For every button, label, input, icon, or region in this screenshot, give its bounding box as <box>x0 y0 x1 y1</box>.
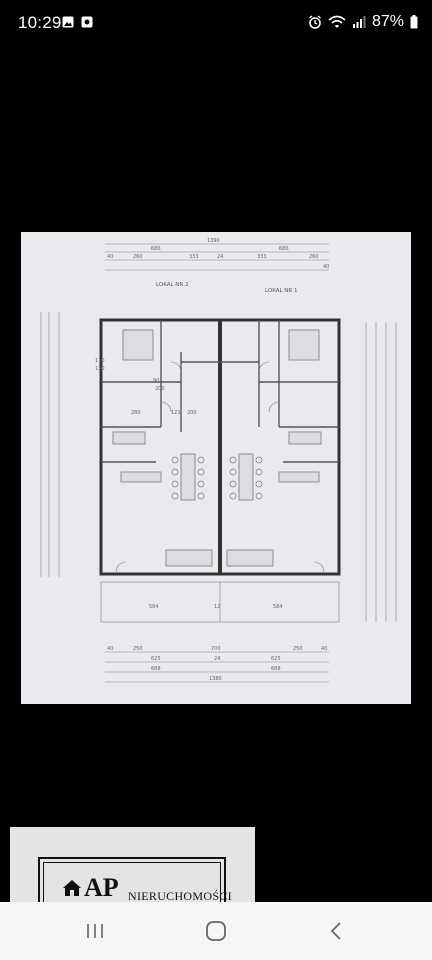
dim-top-f: 260 <box>309 254 319 260</box>
dim-room-f: 110 <box>95 358 105 364</box>
status-right: 87% <box>308 13 418 31</box>
dim-room-e: 200 <box>187 410 197 416</box>
home-button[interactable] <box>196 916 236 946</box>
dim-top-c: 333 <box>189 254 199 260</box>
dim-left-top: 686 <box>151 246 161 252</box>
home-icon <box>206 921 226 941</box>
dim-bot-g: 24 <box>214 656 220 662</box>
dim-bot-h: 625 <box>271 656 281 662</box>
dim-total-top: 1390 <box>207 238 220 244</box>
dim-right-top: 686 <box>279 246 289 252</box>
dim-room-g: 130 <box>95 366 105 372</box>
furniture <box>112 329 322 567</box>
dim-top-b: 260 <box>133 254 143 260</box>
recent-apps-button[interactable] <box>75 916 115 946</box>
dim-bot-b: 250 <box>133 646 143 652</box>
battery-icon <box>410 15 418 29</box>
floor-plan-drawing: 1390 686 686 40 260 333 24 333 260 40 LO… <box>40 238 397 683</box>
logo-subtitle: NIERUCHOMOŚCI <box>128 889 232 903</box>
dim-terrace-mid: 12 <box>214 604 220 610</box>
floor-plan-image[interactable]: 1390 686 686 40 260 333 24 333 260 40 LO… <box>21 232 411 704</box>
dim-bot-d: 250 <box>293 646 303 652</box>
notification-icon <box>81 16 93 28</box>
dimension-lines <box>40 243 397 683</box>
dim-top-d: 24 <box>217 254 223 260</box>
dim-room-a: 280 <box>131 410 141 416</box>
house-icon <box>63 880 81 896</box>
status-time: 10:29 <box>18 13 62 32</box>
dim-terrace-right: 584 <box>273 604 283 610</box>
dim-terrace-left: 584 <box>149 604 159 610</box>
label-lokal-1: LOKAL NR 1 <box>265 288 297 294</box>
dim-top-a: 40 <box>107 254 113 260</box>
signal-icon <box>352 16 366 28</box>
dim-top-e: 333 <box>257 254 267 260</box>
status-bar: 10:29 87% <box>0 0 432 48</box>
dim-bot-f: 625 <box>151 656 161 662</box>
recent-apps-icon <box>87 924 103 938</box>
interior-walls <box>101 320 339 463</box>
dim-room-d: 121 <box>171 410 181 416</box>
gallery-icon <box>62 16 74 28</box>
dim-room-c: 200 <box>155 386 165 392</box>
doors <box>115 361 325 573</box>
dim-bot-e: 40 <box>321 646 327 652</box>
chairs <box>171 456 263 500</box>
dim-bot-c: 700 <box>211 646 221 652</box>
dim-bot-i: 688 <box>151 666 161 672</box>
dim-room-b: 90 <box>153 378 159 384</box>
logo-brand: AP <box>84 873 119 902</box>
battery-percent: 87% <box>371 13 404 30</box>
wifi-icon <box>328 15 346 28</box>
dim-bot-a: 40 <box>107 646 113 652</box>
back-button[interactable] <box>316 916 356 946</box>
dim-bot-total: 1380 <box>209 676 222 682</box>
back-icon <box>330 922 341 940</box>
label-lokal-2: LOKAL NR 2 <box>156 282 188 288</box>
dim-bot-j: 688 <box>271 666 281 672</box>
navigation-bar <box>0 902 432 960</box>
alarm-icon <box>309 15 321 29</box>
dim-top-g: 40 <box>323 264 329 270</box>
